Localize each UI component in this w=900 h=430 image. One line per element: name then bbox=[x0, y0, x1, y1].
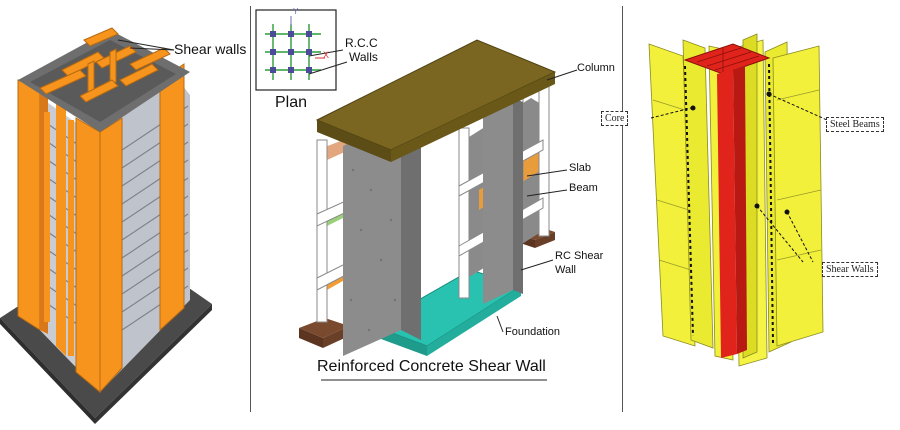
column-label: Column bbox=[577, 62, 615, 74]
plan-axis-y: Y bbox=[293, 7, 299, 16]
rc-shear-wall-label-line2: Wall bbox=[555, 264, 576, 276]
diagram-title: Reinforced Concrete Shear Wall bbox=[317, 358, 546, 375]
orange-shear-wall-right bbox=[159, 63, 185, 332]
rc-shear-wall-front bbox=[343, 120, 401, 356]
plan-axis-x: X bbox=[323, 50, 330, 60]
column-mid-right bbox=[458, 127, 470, 299]
steel-beam-right bbox=[768, 63, 774, 345]
orange-shear-wall-mid bbox=[56, 100, 66, 356]
rcc-walls-label-line1: R.C.C bbox=[345, 36, 378, 50]
right-panel-core-diagram: Core Steel Beams Shear Walls bbox=[601, 0, 900, 430]
core-shear-wall-illustration bbox=[648, 33, 828, 367]
column-front-left bbox=[316, 139, 328, 323]
red-core-top bbox=[683, 43, 771, 75]
plan-caption: Plan bbox=[275, 94, 308, 111]
divider-right bbox=[622, 6, 623, 412]
red-core-front bbox=[717, 70, 737, 358]
foundation-label: Foundation bbox=[505, 326, 561, 338]
rc-shear-wall-back bbox=[483, 98, 513, 304]
middle-panel-shear-wall-diagram: Y X Plan R.C.C Walls Column Slab Beam RC… bbox=[251, 0, 622, 430]
column-back-right bbox=[538, 71, 550, 237]
plan-inset bbox=[255, 9, 348, 91]
steel-beams-label: Steel Beams bbox=[826, 117, 884, 132]
beam-label: Beam bbox=[569, 182, 598, 194]
divider-left bbox=[250, 6, 251, 412]
footing-front-left bbox=[299, 318, 349, 338]
core-label: Core bbox=[601, 111, 629, 126]
rc-shear-wall-label-line1: RC Shear bbox=[555, 250, 604, 262]
shear-walls-label-right: Shear Walls bbox=[822, 262, 878, 277]
tower-illustration bbox=[0, 27, 212, 424]
yellow-wall-far-left bbox=[648, 43, 696, 347]
rc-shear-wall-illustration bbox=[255, 9, 578, 381]
rcc-walls-label-line2: Walls bbox=[349, 50, 378, 64]
shear-walls-label: Shear walls bbox=[174, 41, 247, 57]
orange-shear-wall-left-edge bbox=[17, 79, 41, 331]
orange-shear-wall-front bbox=[75, 117, 101, 394]
left-panel-tower-diagram: Shear walls bbox=[0, 0, 250, 430]
yellow-wall-far-right bbox=[772, 45, 824, 347]
slab-label: Slab bbox=[569, 162, 592, 174]
